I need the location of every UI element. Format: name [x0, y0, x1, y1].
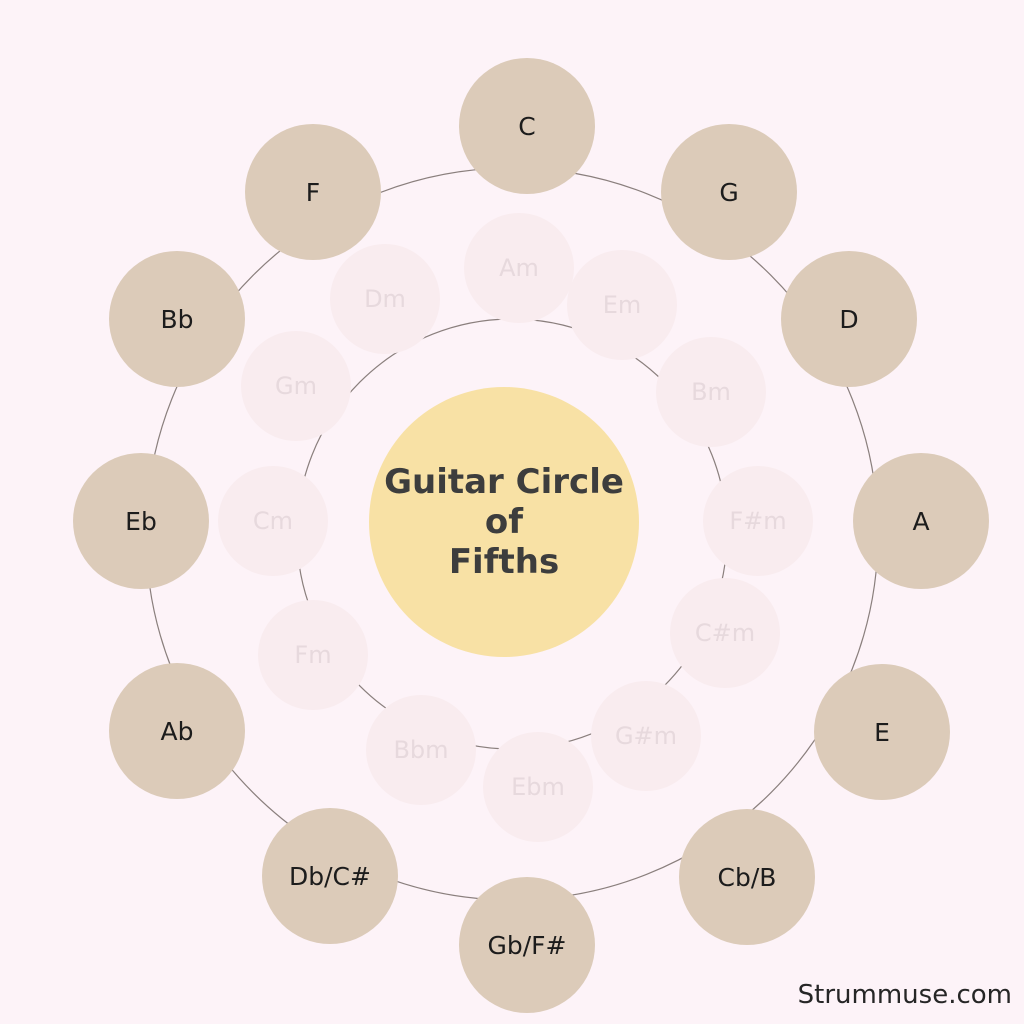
- minor-key-gm: Gm: [241, 331, 351, 441]
- minor-key-fm: Fm: [258, 600, 368, 710]
- major-key-d: D: [781, 251, 917, 387]
- minor-key-ebm: Ebm: [483, 732, 593, 842]
- major-key-eb: Eb: [73, 453, 209, 589]
- minor-key-fsharpm: F#m: [703, 466, 813, 576]
- minor-key-bbm: Bbm: [366, 695, 476, 805]
- minor-key-gsharpm: G#m: [591, 681, 701, 791]
- center-title-circle: Guitar Circle of Fifths: [369, 387, 639, 657]
- major-key-gb-fsharp: Gb/F#: [459, 877, 595, 1013]
- minor-key-dm: Dm: [330, 244, 440, 354]
- title-line-2: of: [484, 502, 524, 542]
- major-key-e: E: [814, 664, 950, 800]
- major-key-c: C: [459, 58, 595, 194]
- title-line-3: Fifths: [448, 542, 560, 582]
- major-key-bb: Bb: [109, 251, 245, 387]
- diagram-title: Guitar Circle of Fifths: [369, 462, 639, 582]
- title-line-1: Guitar Circle: [384, 462, 624, 502]
- brand-watermark: Strummuse.com: [797, 980, 1012, 1010]
- minor-key-cm: Cm: [218, 466, 328, 576]
- major-key-ab: Ab: [109, 663, 245, 799]
- minor-key-csharpm: C#m: [670, 578, 780, 688]
- major-key-db-csharp: Db/C#: [262, 808, 398, 944]
- minor-key-em: Em: [567, 250, 677, 360]
- major-key-cb-b: Cb/B: [679, 809, 815, 945]
- major-key-g: G: [661, 124, 797, 260]
- minor-key-bm: Bm: [656, 337, 766, 447]
- major-key-a: A: [853, 453, 989, 589]
- major-key-f: F: [245, 124, 381, 260]
- minor-key-am: Am: [464, 213, 574, 323]
